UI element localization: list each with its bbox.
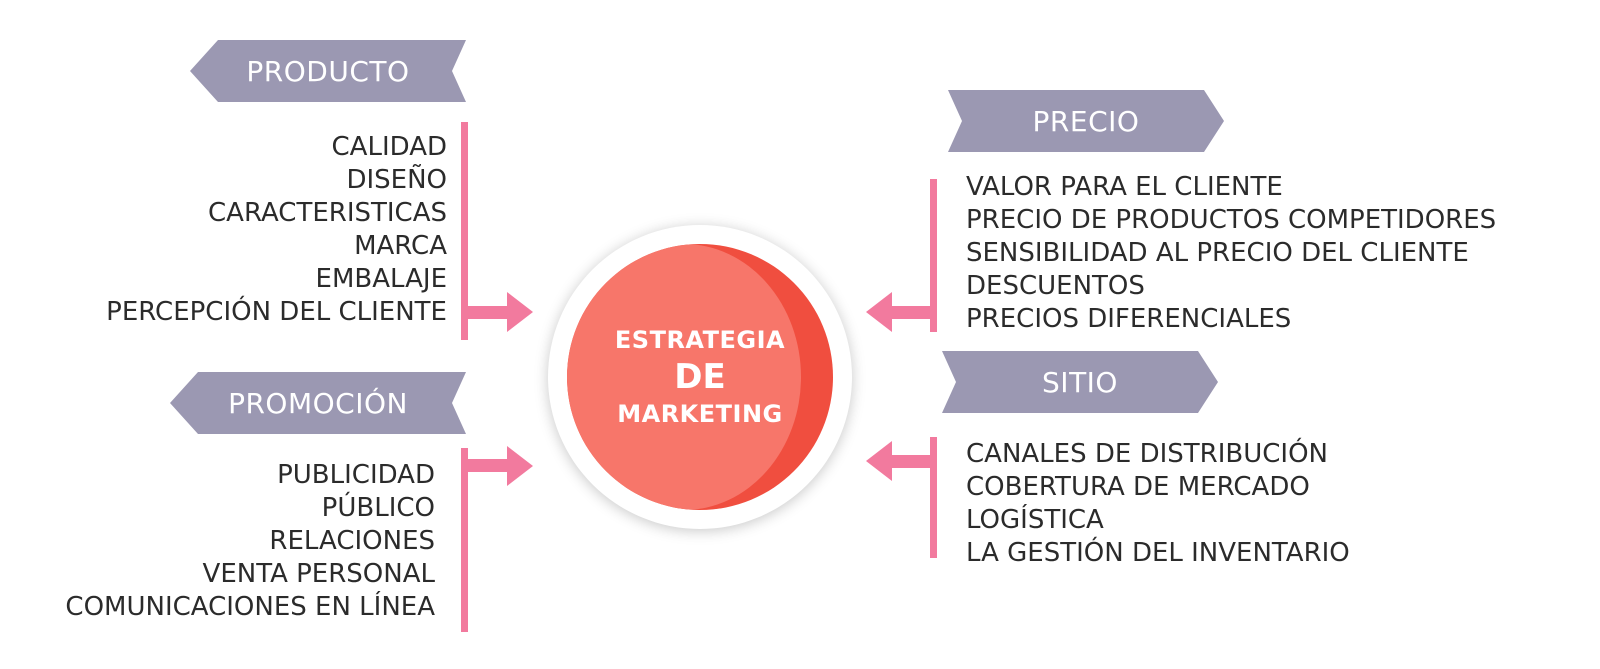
promocion-connector-bar	[461, 448, 468, 632]
promocion-banner: PROMOCIÓN	[170, 372, 466, 434]
sitio-list: CANALES DE DISTRIBUCIÓN COBERTURA DE MER…	[966, 438, 1350, 570]
list-item: MARCA	[354, 231, 447, 261]
list-item: PERCEPCIÓN DEL CLIENTE	[106, 297, 447, 327]
promocion-list: PUBLICIDAD PÚBLICO RELACIONES VENTA PERS…	[65, 459, 435, 624]
sitio-arrow-icon	[866, 441, 892, 481]
promocion-title: PROMOCIÓN	[228, 386, 408, 420]
promocion-arrow-icon	[507, 446, 533, 486]
list-item: SENSIBILIDAD AL PRECIO DEL CLIENTE	[966, 238, 1469, 268]
precio-arrow-icon	[866, 292, 892, 332]
center-title-line2: DE	[674, 357, 726, 397]
list-item: PÚBLICO	[321, 493, 435, 523]
list-item: CALIDAD	[331, 132, 447, 162]
list-item: PRECIO DE PRODUCTOS COMPETIDORES	[966, 205, 1497, 235]
list-item: EMBALAJE	[315, 264, 447, 294]
sitio-connector-bar	[930, 437, 937, 558]
list-item: DISEÑO	[346, 165, 447, 195]
producto-connector-bar	[461, 122, 468, 340]
producto-list: CALIDAD DISEÑO CARACTERISTICAS MARCA EMB…	[106, 131, 447, 329]
list-item: LOGÍSTICA	[966, 505, 1104, 535]
producto-connector-line	[461, 306, 509, 319]
list-item: VENTA PERSONAL	[202, 559, 435, 589]
list-item: COMUNICACIONES EN LÍNEA	[65, 592, 435, 622]
list-item: DESCUENTOS	[966, 271, 1145, 301]
list-item: LA GESTIÓN DEL INVENTARIO	[966, 538, 1350, 568]
list-item: PRECIOS DIFERENCIALES	[966, 304, 1292, 334]
producto-title: PRODUCTO	[246, 54, 410, 88]
list-item: CANALES DE DISTRIBUCIÓN	[966, 439, 1328, 469]
center-title: ESTRATEGIA DE MARKETING	[567, 244, 833, 510]
list-item: CARACTERISTICAS	[208, 198, 447, 228]
list-item: COBERTURA DE MERCADO	[966, 472, 1310, 502]
promocion-connector-line	[461, 459, 509, 472]
precio-banner: PRECIO	[948, 90, 1224, 152]
producto-arrow-icon	[507, 292, 533, 332]
precio-list: VALOR PARA EL CLIENTE PRECIO DE PRODUCTO…	[966, 171, 1496, 336]
sitio-connector-line	[890, 455, 936, 468]
center-circle	[567, 244, 833, 510]
center-circle-highlight	[567, 244, 801, 510]
sitio-title: SITIO	[1042, 365, 1118, 399]
list-item: PUBLICIDAD	[277, 460, 435, 490]
precio-connector-bar	[930, 179, 937, 332]
producto-banner: PRODUCTO	[190, 40, 466, 102]
precio-connector-line	[890, 306, 936, 319]
list-item: VALOR PARA EL CLIENTE	[966, 172, 1283, 202]
center-title-line1: ESTRATEGIA	[614, 326, 786, 354]
center-title-line3: MARKETING	[617, 400, 783, 428]
precio-title: PRECIO	[1032, 104, 1140, 138]
list-item: RELACIONES	[269, 526, 435, 556]
sitio-banner: SITIO	[942, 351, 1218, 413]
